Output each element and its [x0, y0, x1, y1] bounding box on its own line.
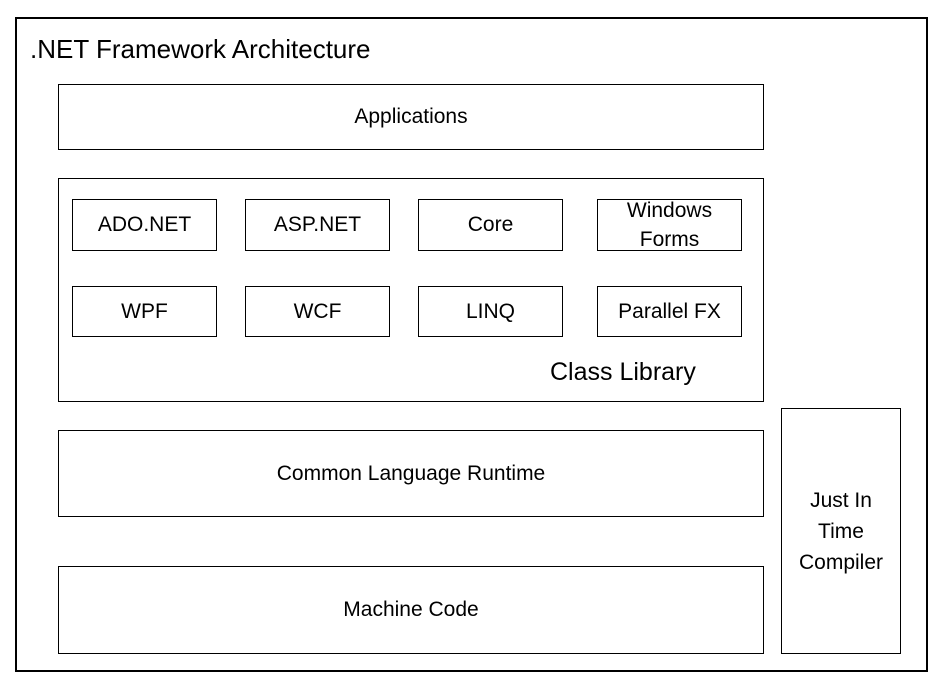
- class-library-layer: [58, 178, 764, 402]
- component-core: Core: [418, 199, 563, 251]
- jit-compiler-label: Just In Time Compiler: [798, 488, 884, 574]
- clr-label: Common Language Runtime: [276, 461, 546, 485]
- component-windows-forms: Windows Forms: [597, 199, 742, 251]
- diagram-frame: [15, 17, 928, 672]
- diagram-title: .NET Framework Architecture: [30, 34, 371, 64]
- component-linq: LINQ: [418, 286, 563, 337]
- component-wpf: WPF: [72, 286, 217, 337]
- applications-label: Applications: [354, 105, 468, 128]
- component-parallel-fx: Parallel FX: [597, 286, 742, 337]
- component-asp-net: ASP.NET: [245, 199, 390, 251]
- clr-layer: Common Language Runtime: [58, 430, 764, 517]
- machine-code-layer: Machine Code: [58, 566, 764, 654]
- component-ado-net: ADO.NET: [72, 199, 217, 251]
- component-wcf: WCF: [245, 286, 390, 337]
- class-library-label: Class Library: [550, 358, 696, 386]
- applications-layer: Applications: [58, 84, 764, 150]
- machine-code-label: Machine Code: [343, 598, 479, 621]
- jit-compiler-box: Just In Time Compiler: [781, 408, 901, 654]
